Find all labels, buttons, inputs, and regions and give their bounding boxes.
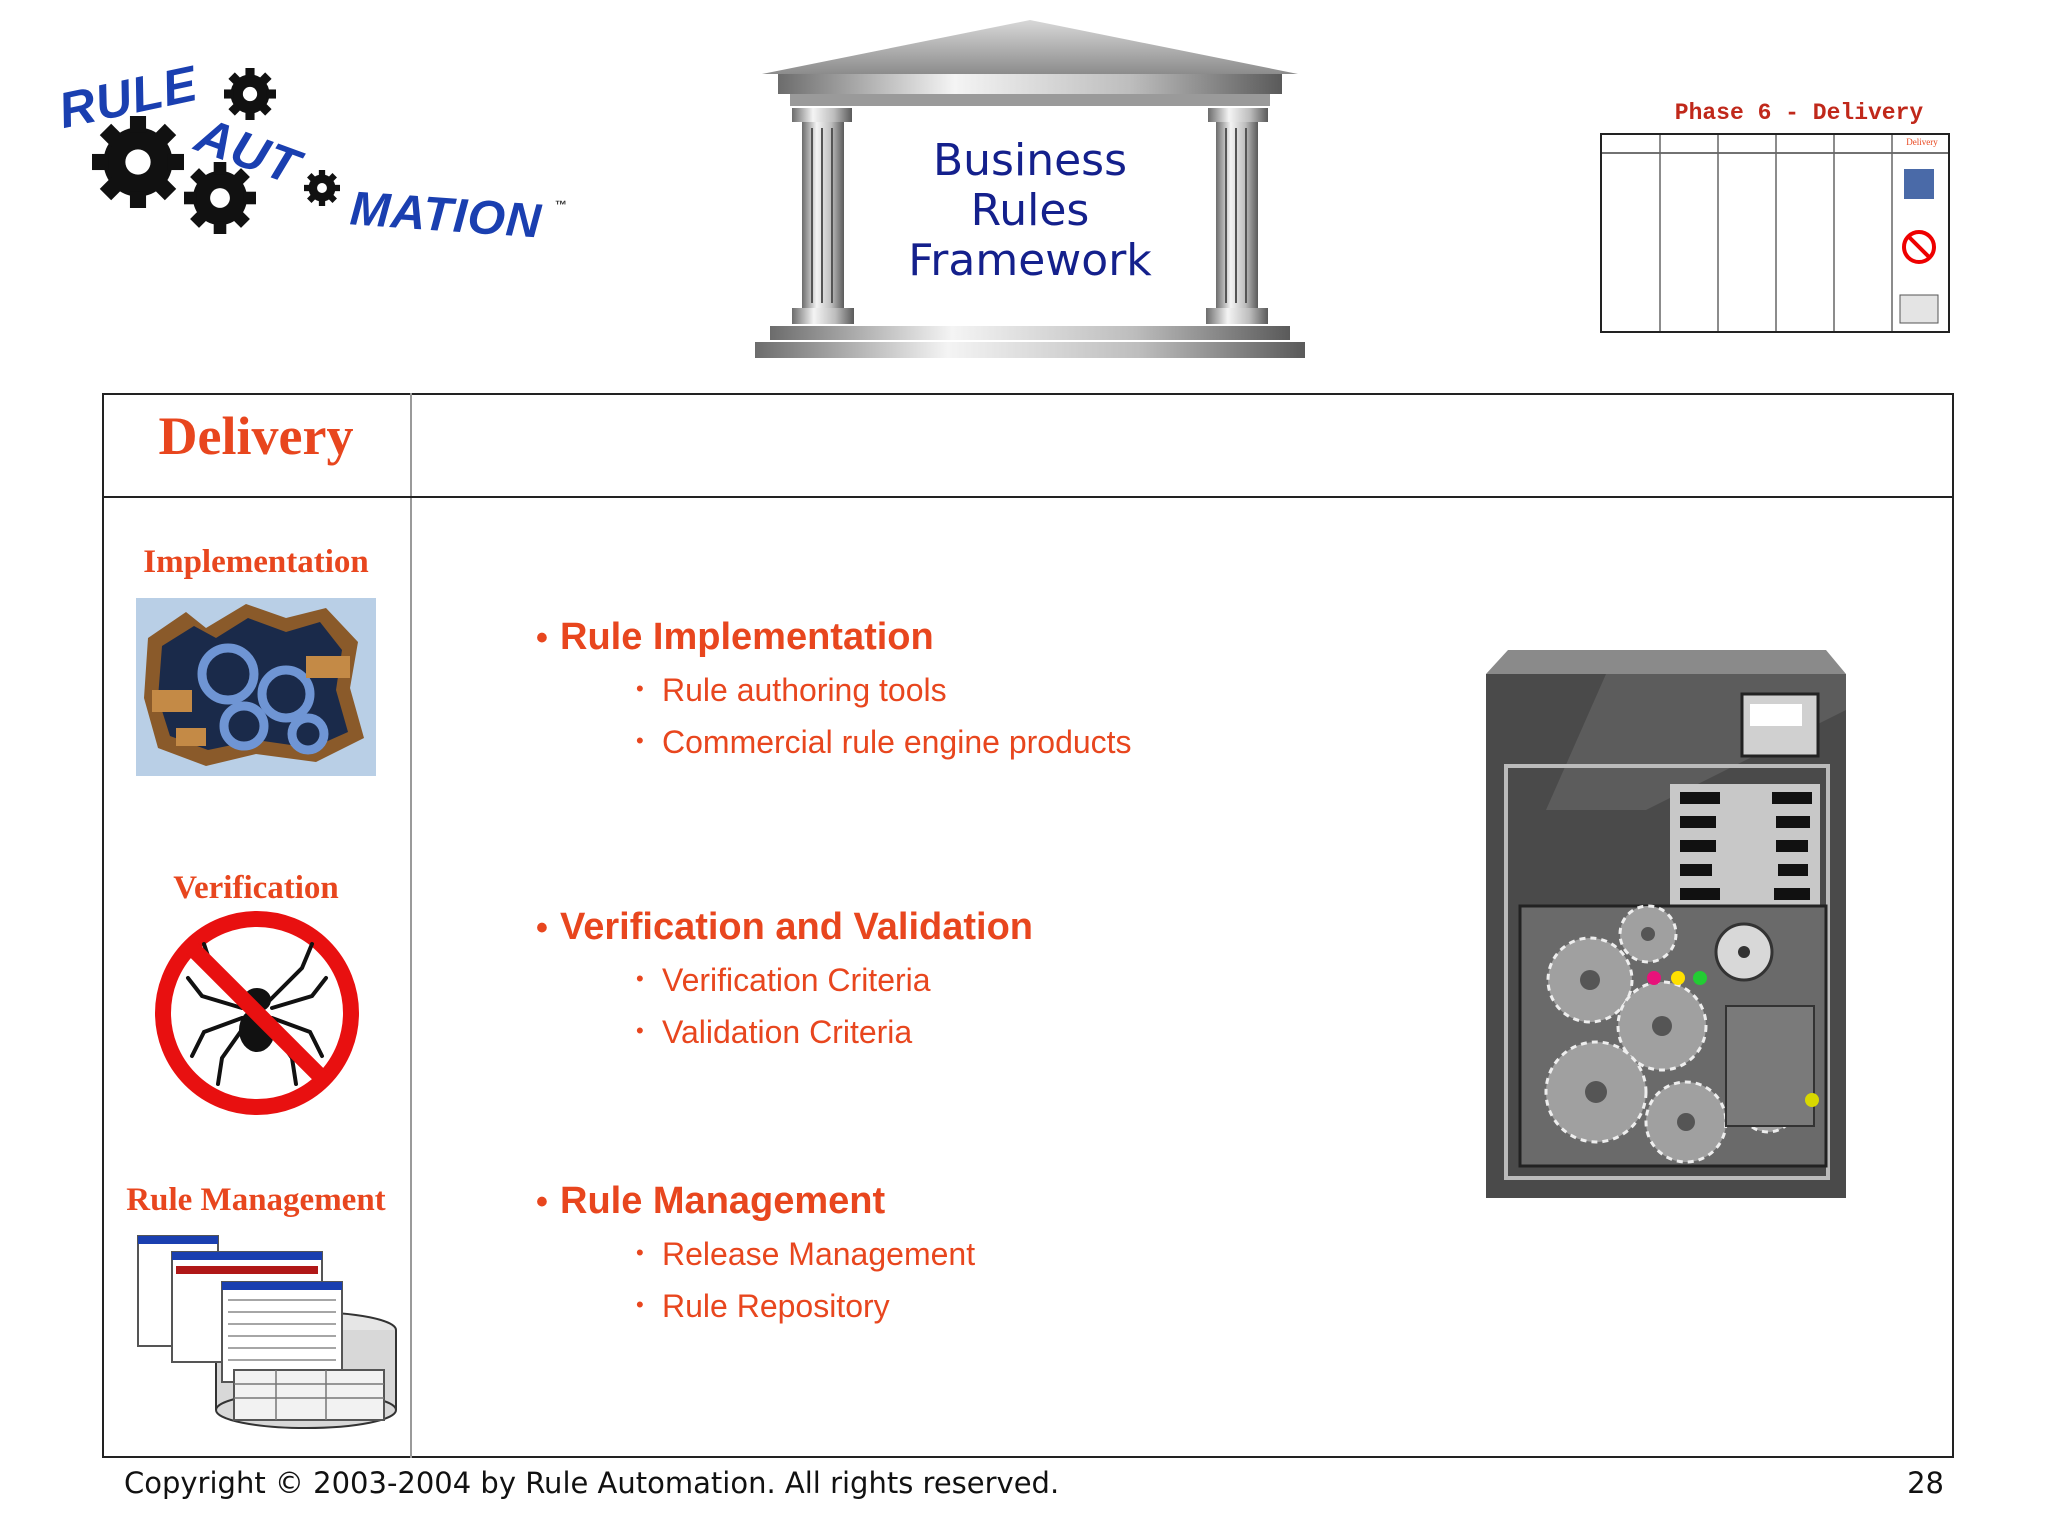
group-title-rule-implementation: •Rule Implementation [536, 616, 934, 658]
logo-trademark: ™ [555, 198, 568, 212]
group-title-rule-management: •Rule Management [536, 1180, 886, 1222]
sidebar-label-verification: Verification [173, 870, 339, 906]
framework-title: Business Rules Framework [860, 136, 1200, 286]
column-divider [410, 393, 412, 1458]
header-divider [102, 496, 1954, 498]
framework-line-1: Business [932, 135, 1128, 186]
framework-line-3: Framework [908, 235, 1152, 286]
page-number: 28 [1907, 1466, 1944, 1500]
list-item: •Verification Criteria [636, 962, 931, 998]
section-title: Delivery [158, 406, 354, 466]
list-item: •Rule authoring tools [636, 672, 947, 708]
phase-overview-thumbnail: Delivery [1600, 133, 1950, 333]
rule-engine-machine-icon [1486, 650, 1848, 1198]
framework-line-2: Rules [970, 185, 1090, 236]
sidebar-label-implementation: Implementation [143, 544, 369, 580]
no-bugs-icon [152, 908, 362, 1118]
phase-mini-header: Delivery [1906, 137, 1938, 147]
repository-screens-icon [136, 1234, 400, 1430]
group-title-verification-and-validation: •Verification and Validation [536, 906, 1033, 948]
business-rules-framework-emblem: Business Rules Framework [750, 18, 1310, 363]
phase-title: Phase 6 - Delivery [1674, 100, 1924, 126]
temple-icon [755, 20, 1305, 358]
list-item: •Commercial rule engine products [636, 724, 1132, 760]
list-item: •Validation Criteria [636, 1014, 913, 1050]
list-item: •Release Management [636, 1236, 976, 1272]
copyright-text: Copyright © 2003-2004 by Rule Automation… [124, 1466, 1060, 1500]
rule-automation-logo: RULE AUT MATION ™ [50, 55, 580, 260]
gears-in-wall-icon [136, 598, 376, 776]
list-item: •Rule Repository [636, 1288, 890, 1324]
sidebar-label-rule-management: Rule Management [126, 1182, 386, 1218]
content-frame [102, 393, 1954, 1458]
